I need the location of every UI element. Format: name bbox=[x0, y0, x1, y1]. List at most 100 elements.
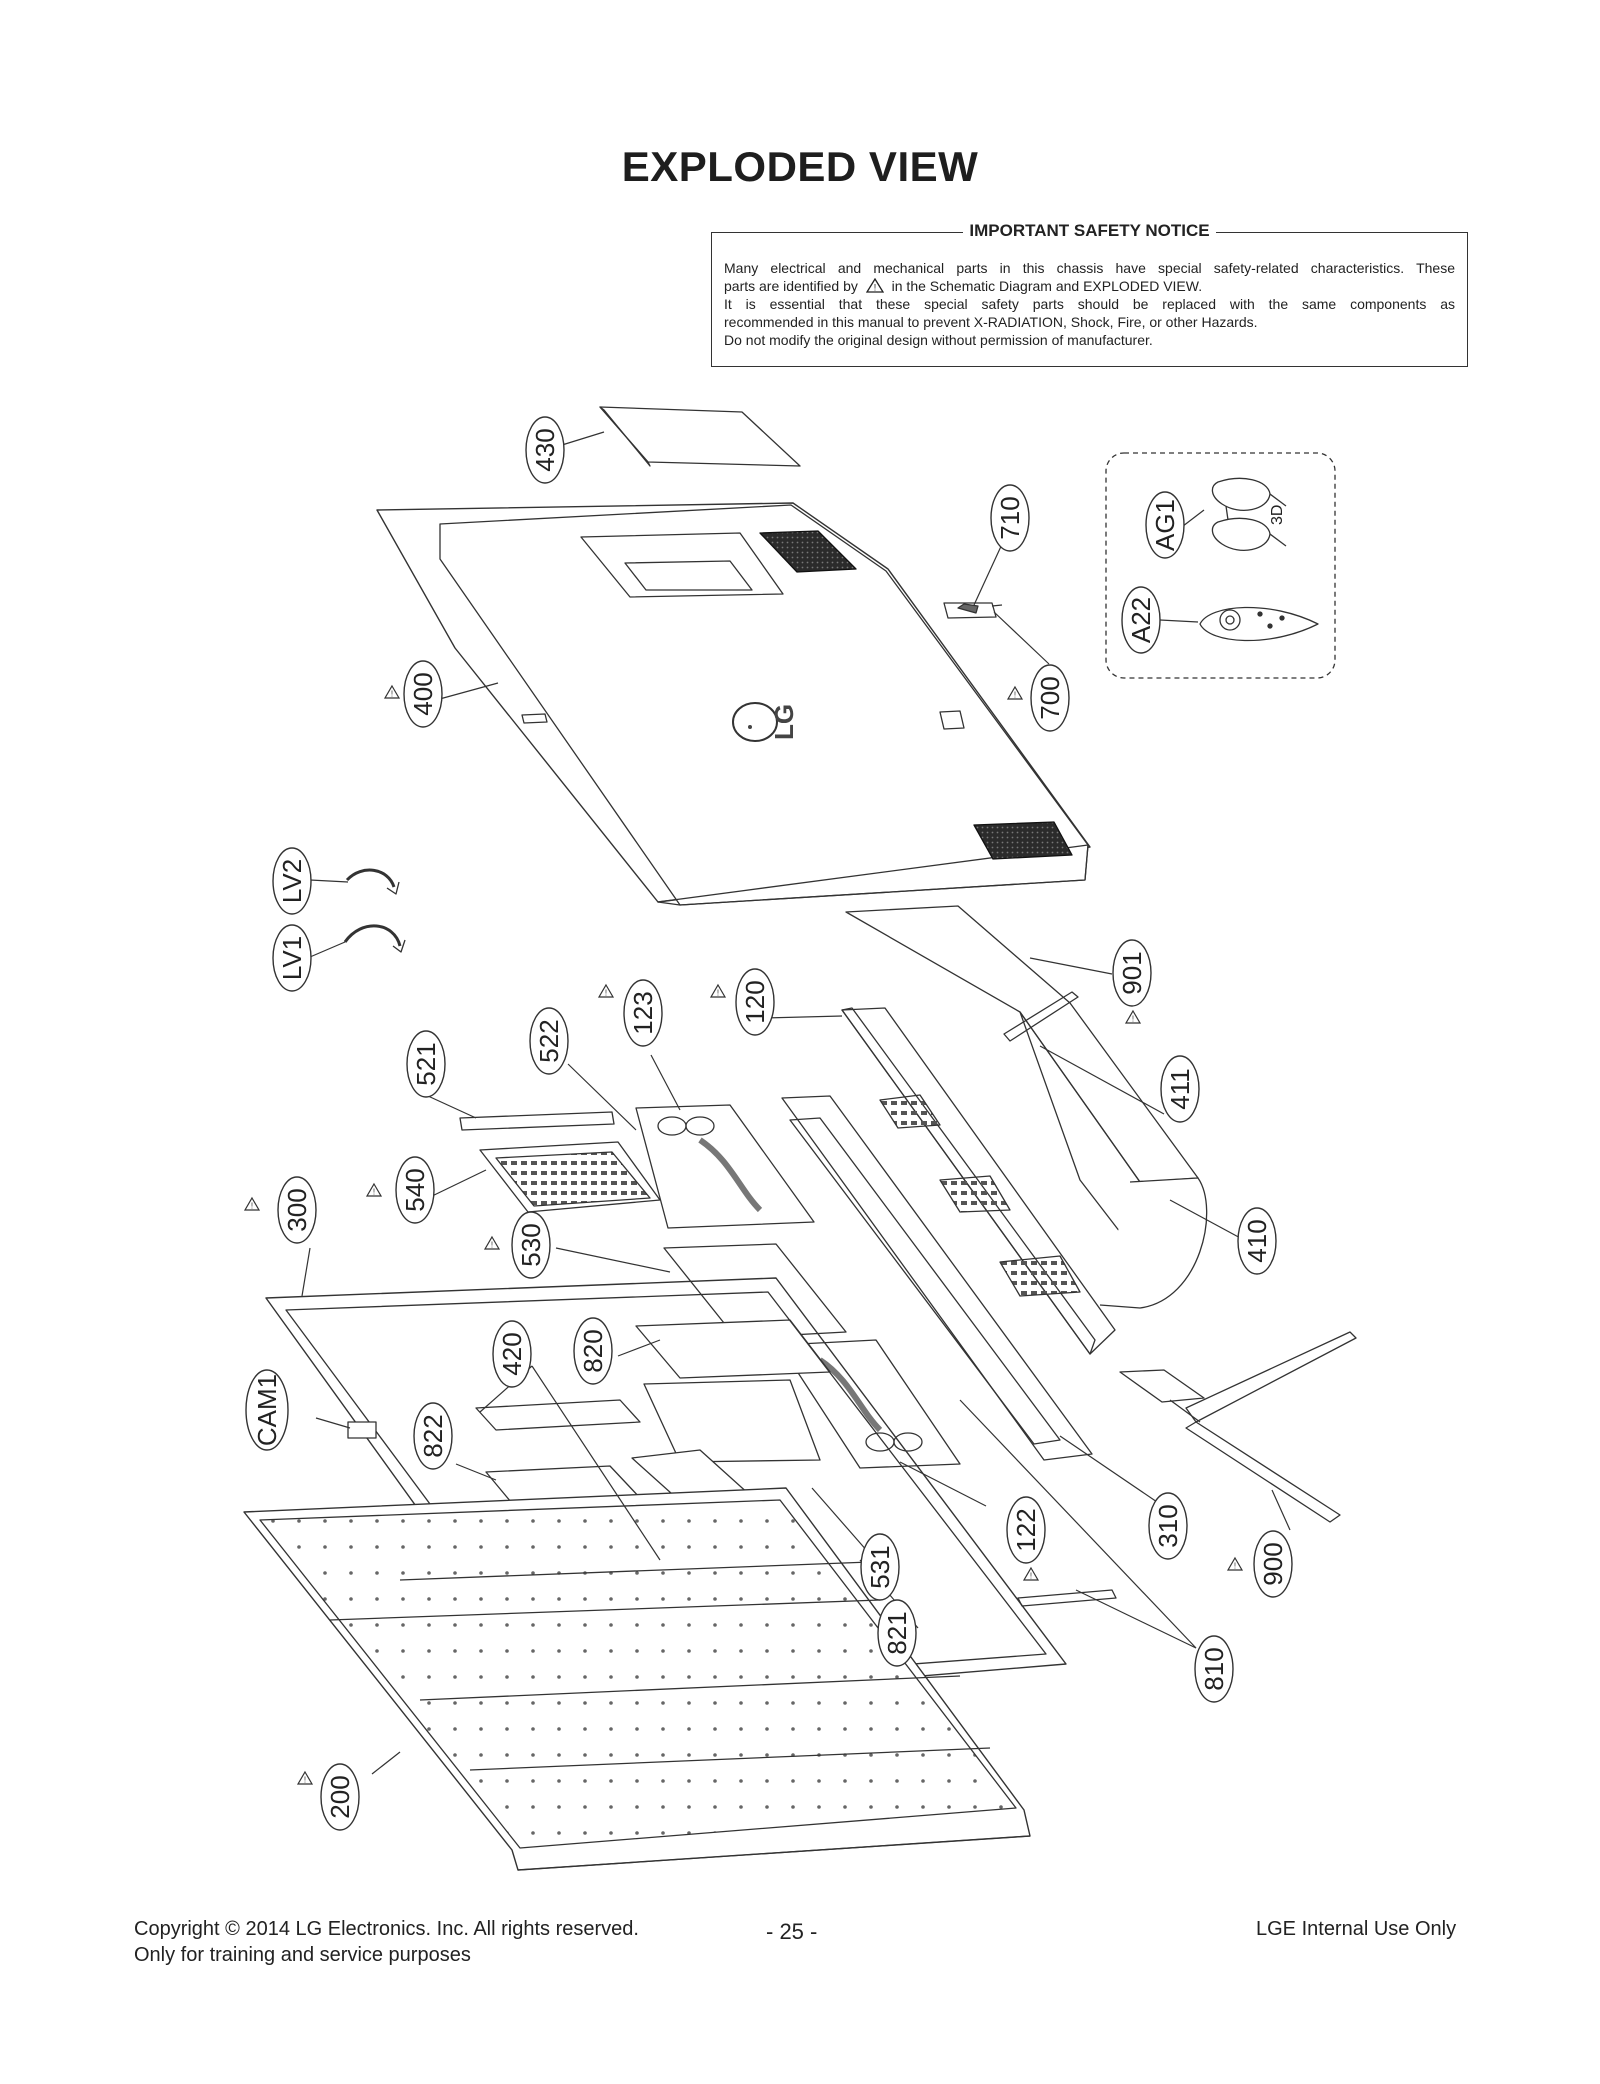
svg-text:530: 530 bbox=[516, 1223, 546, 1266]
callout-310: 310 bbox=[1148, 1492, 1188, 1560]
svg-text:400: 400 bbox=[408, 672, 438, 715]
svg-text:411: 411 bbox=[1165, 1068, 1195, 1109]
warning-triangle-icon: ! bbox=[296, 1770, 314, 1785]
svg-text:821: 821 bbox=[882, 1611, 912, 1654]
3d-glasses-icon bbox=[1211, 477, 1287, 551]
notice-line-3: It is essential that these special safet… bbox=[724, 296, 1455, 312]
svg-text:!: ! bbox=[1014, 691, 1016, 700]
part-420-bracket bbox=[475, 1399, 641, 1431]
warning-triangle-icon: ! bbox=[1124, 1009, 1142, 1024]
part-410-stand-base bbox=[1099, 1177, 1208, 1309]
warning-triangle-icon: ! bbox=[709, 983, 727, 998]
warning-triangle-icon: ! bbox=[597, 983, 615, 998]
callout-420: 420 bbox=[492, 1320, 532, 1388]
svg-text:!: ! bbox=[1234, 1562, 1236, 1571]
svg-text:AG1: AG1 bbox=[1150, 499, 1180, 551]
warning-triangle-icon: ! bbox=[483, 1235, 501, 1250]
callout-123: 123 bbox=[623, 979, 663, 1047]
svg-text:900: 900 bbox=[1258, 1542, 1288, 1585]
safety-notice-body: Many electrical and mechanical parts in … bbox=[724, 259, 1455, 349]
callout-200: 200 bbox=[320, 1763, 360, 1831]
safety-notice-heading: IMPORTANT SAFETY NOTICE bbox=[963, 221, 1216, 240]
warning-triangle-icon: ! bbox=[365, 1182, 383, 1197]
callout-cam1: CAM1 bbox=[245, 1369, 289, 1451]
callout-900: 900 bbox=[1253, 1530, 1293, 1598]
notice-line-2a: parts are identified by bbox=[724, 278, 858, 294]
svg-text:!: ! bbox=[491, 1241, 493, 1250]
safety-warning-icons: ! ! ! ! ! ! ! ! ! ! ! ! bbox=[243, 684, 1244, 1785]
part-400-back-cover: LG bbox=[376, 502, 1091, 906]
part-901-stand-leg bbox=[1003, 991, 1079, 1042]
notice-line-1: Many electrical and mechanical parts in … bbox=[724, 260, 1455, 276]
svg-text:!: ! bbox=[373, 1188, 375, 1197]
part-900-stand bbox=[1119, 1331, 1357, 1523]
part-530-sheet bbox=[663, 1243, 847, 1339]
svg-text:!: ! bbox=[1132, 1015, 1134, 1024]
callout-lv2: LV2 bbox=[272, 847, 312, 915]
footer-copyright: Copyright © 2014 LG Electronics. Inc. Al… bbox=[134, 1918, 639, 1940]
callout-820: 820 bbox=[573, 1317, 613, 1385]
svg-text:122: 122 bbox=[1011, 1508, 1041, 1551]
svg-text:531: 531 bbox=[865, 1545, 895, 1588]
callout-410: 410 bbox=[1237, 1207, 1277, 1275]
svg-text:310: 310 bbox=[1153, 1504, 1183, 1547]
svg-text:!: ! bbox=[605, 989, 607, 998]
part-120-chassis-bracket bbox=[841, 1007, 1116, 1355]
callout-ag1: AG1 bbox=[1145, 491, 1185, 559]
notice-line-2: parts are identified by ! in the Schemat… bbox=[724, 277, 1455, 295]
svg-text:A22: A22 bbox=[1126, 597, 1156, 643]
svg-text:420: 420 bbox=[497, 1332, 527, 1375]
callout-300: 300 bbox=[277, 1176, 317, 1244]
safety-notice-box: IMPORTANT SAFETY NOTICE Many electrical … bbox=[711, 221, 1468, 367]
callout-821: 821 bbox=[877, 1599, 917, 1667]
notice-line-5: Do not modify the original design withou… bbox=[724, 332, 1153, 348]
notice-line-2b: in the Schematic Diagram and EXPLODED VI… bbox=[891, 278, 1203, 294]
part-310-frame-bar bbox=[781, 1095, 1093, 1461]
footer-purpose: Only for training and service purposes bbox=[134, 1944, 471, 1966]
part-lv2-clip bbox=[345, 868, 400, 895]
svg-text:822: 822 bbox=[418, 1414, 448, 1457]
svg-text:!: ! bbox=[1030, 1572, 1032, 1581]
warning-triangle-icon: ! bbox=[1006, 685, 1024, 700]
svg-text:123: 123 bbox=[628, 991, 658, 1034]
part-430-sheet bbox=[599, 406, 801, 467]
svg-text:810: 810 bbox=[1199, 1647, 1229, 1690]
callout-540: 540 bbox=[395, 1156, 435, 1224]
footer-internal-use: LGE Internal Use Only bbox=[1256, 1918, 1457, 1940]
callout-700: 700 bbox=[1030, 664, 1070, 732]
callout-400: 400 bbox=[403, 660, 443, 728]
svg-text:!: ! bbox=[391, 690, 393, 699]
part-540-main-board bbox=[479, 1141, 661, 1213]
accessories-box: 3D bbox=[1105, 452, 1336, 679]
part-700-710-board bbox=[943, 602, 1003, 619]
svg-text:700: 700 bbox=[1035, 676, 1065, 719]
svg-text:!: ! bbox=[873, 283, 876, 293]
lg-logo-text: LG bbox=[769, 704, 799, 740]
svg-text:!: ! bbox=[304, 1776, 306, 1785]
svg-text:522: 522 bbox=[534, 1019, 564, 1062]
svg-text:540: 540 bbox=[400, 1168, 430, 1211]
part-lv1-clip bbox=[343, 924, 406, 953]
svg-text:300: 300 bbox=[282, 1188, 312, 1231]
warning-triangle-icon: ! bbox=[383, 684, 401, 699]
svg-text:120: 120 bbox=[740, 980, 770, 1023]
part-521-board bbox=[459, 1111, 615, 1131]
callout-430: 430 bbox=[525, 416, 565, 484]
warning-triangle-icon: ! bbox=[1226, 1556, 1244, 1571]
page-title: EXPLODED VIEW bbox=[621, 143, 979, 190]
page-number: - 25 - bbox=[766, 1919, 818, 1944]
warning-triangle-icon: ! bbox=[1022, 1566, 1040, 1581]
part-200-panel bbox=[243, 1487, 1031, 1871]
warning-triangle-icon: ! bbox=[243, 1196, 261, 1211]
svg-text:901: 901 bbox=[1117, 951, 1147, 994]
warning-triangle-icon: ! bbox=[865, 277, 884, 293]
leader-lines bbox=[301, 431, 1291, 1775]
part-123-speaker bbox=[635, 1104, 815, 1229]
svg-text:710: 710 bbox=[995, 496, 1025, 539]
svg-text:521: 521 bbox=[411, 1042, 441, 1085]
svg-text:LV1: LV1 bbox=[277, 936, 307, 980]
callout-122: 122 bbox=[1006, 1496, 1046, 1564]
callout-710: 710 bbox=[990, 484, 1030, 552]
svg-text:LV2: LV2 bbox=[277, 859, 307, 903]
